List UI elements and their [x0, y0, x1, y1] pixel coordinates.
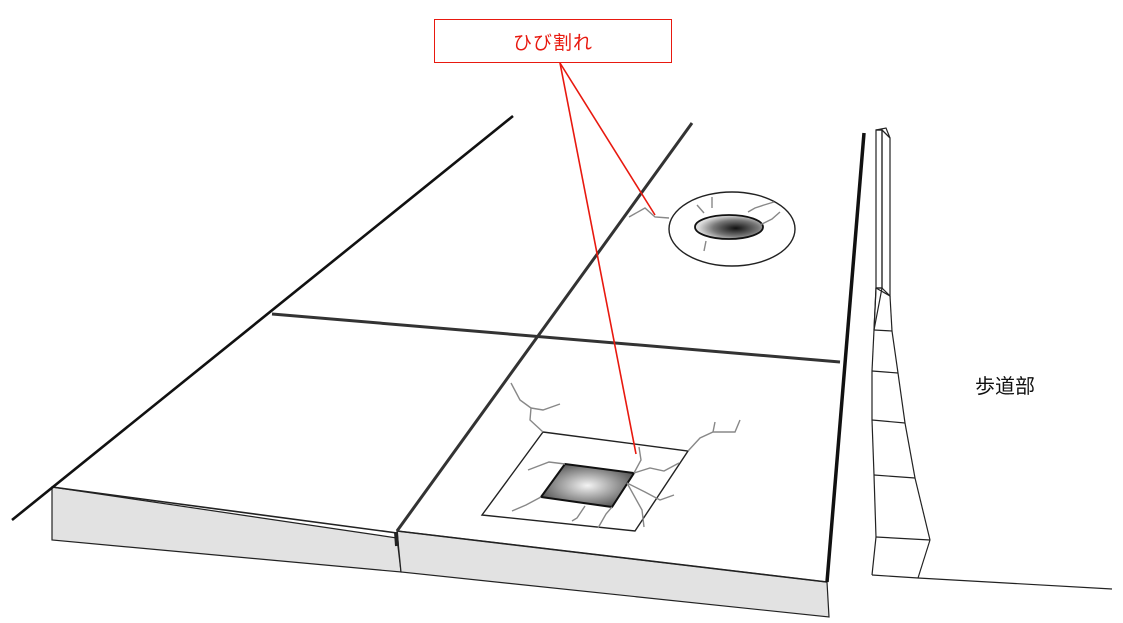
slab-left-front-face	[51, 486, 402, 573]
square-manhole-cracked	[480, 382, 741, 532]
round-manhole-cracked	[628, 191, 796, 267]
sidewalk-curb	[871, 127, 1113, 590]
slab-top-edge-right	[396, 530, 828, 583]
road-edge-line-left	[11, 114, 514, 522]
sidewalk-label: 歩道部	[975, 374, 1035, 398]
curb-line	[825, 132, 866, 583]
slab-joint-notch	[394, 531, 399, 547]
lane-joint-line	[395, 122, 694, 532]
callout-leader-lines	[559, 62, 656, 455]
transverse-joint-line	[271, 312, 841, 364]
crack-callout-label: ひび割れ	[434, 19, 672, 63]
slab-top-edge-left	[51, 486, 398, 534]
